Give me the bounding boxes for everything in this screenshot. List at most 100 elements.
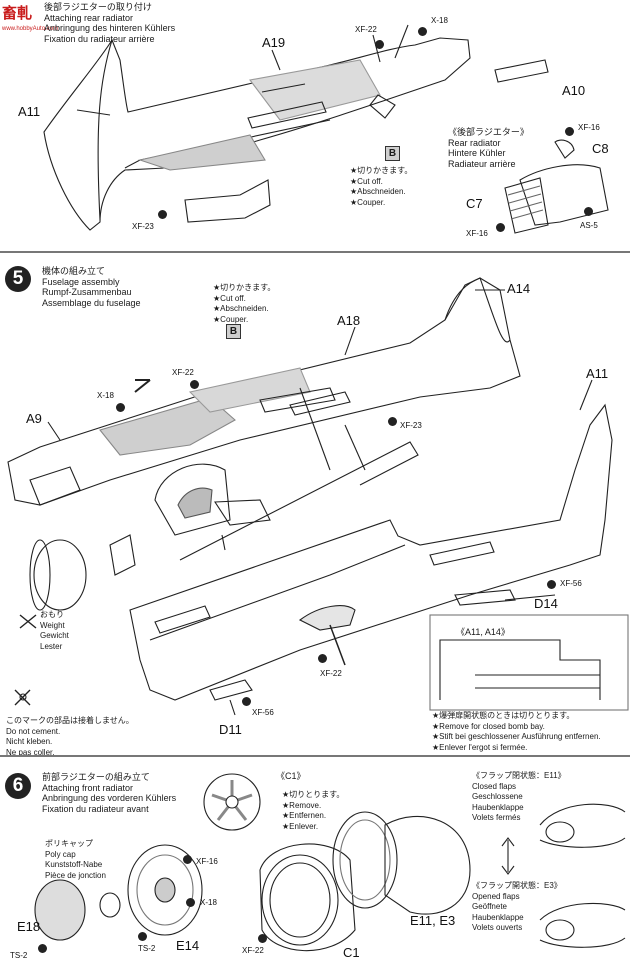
paint-xf56-d11: XF-56	[252, 708, 274, 717]
part-label-d14: D14	[534, 596, 558, 611]
title-fr: Assemblage du fuselage	[42, 297, 141, 308]
watermark-url: www.hobbyAuto.com	[2, 26, 59, 32]
flaps-closed-de1: Geschlossene	[472, 792, 523, 801]
section-divider	[0, 251, 630, 253]
part-label-a11: A11	[586, 366, 609, 381]
paint-ts2-e18: TS-2	[10, 951, 28, 960]
nocement-en: Do not cement.	[6, 726, 61, 736]
part-label-e11-e3: E11, E3	[410, 913, 456, 928]
c1-remove-note: ★切りとります。 ★Remove. ★Entfernen. ★Enlever.	[282, 790, 344, 832]
c1-de: ★Entfernen.	[282, 811, 327, 820]
do-not-cement-note: このマークの部品は接着しません。 Do not cement. Nicht kl…	[6, 716, 134, 758]
paint-dot	[565, 127, 574, 136]
nocement-fr: Ne pas coller.	[6, 747, 55, 757]
cut-note-de: ★Abschneiden.	[350, 187, 406, 196]
fuselage-top-outline	[43, 37, 471, 231]
polycap-fr: Pièce de jonction	[45, 870, 106, 880]
paint-dot	[138, 932, 147, 941]
part-label-e18: E18	[17, 919, 41, 934]
bomb-bay-note: ★爆弾扉開状態のときは切りとります。 ★Remove for closed bo…	[432, 711, 601, 753]
paint-dot	[547, 580, 556, 589]
inset-title: 《A11, A14》	[456, 627, 510, 637]
cut-note-jp: ★切りかきます。	[213, 283, 276, 292]
part-label-c8: C8	[592, 141, 609, 156]
paint-dot	[258, 934, 267, 943]
title-jp: 後部ラジエターの取り付け	[44, 2, 152, 12]
rear-radiator-subtitle: 《後部ラジエター》 Rear radiator Hintere Kühler R…	[448, 127, 529, 169]
c1-fr: ★Enlever.	[282, 821, 319, 831]
cut-note-fr: ★Couper.	[350, 197, 386, 207]
title-jp: 機体の組み立て	[42, 266, 106, 276]
paint-ts2-e14: TS-2	[138, 944, 156, 953]
paint-xf16-c8: XF-16	[578, 123, 600, 132]
title-de: Anbringung des hinteren Kühlers	[44, 23, 176, 33]
poly-cap-note: ポリキャップ Poly cap Kunststoff-Nabe Pièce de…	[45, 839, 106, 881]
sub-title-jp: 《後部ラジエター》	[448, 127, 529, 137]
flaps-closed-jp: 《フラップ閉状態：E11》	[472, 771, 566, 780]
paint-xf23: XF-23	[132, 222, 154, 231]
part-label-a18: A18	[337, 313, 361, 328]
paint-dot	[496, 223, 505, 232]
c1-en: ★Remove.	[282, 800, 322, 810]
nocement-jp: このマークの部品は接着しません。	[6, 716, 134, 725]
bombbay-jp: ★爆弾扉開状態のときは切りとります。	[432, 711, 575, 720]
cut-note-fr: ★Couper.	[213, 314, 249, 324]
flaps-open-de1: Geöffnete	[472, 902, 507, 911]
paint-dot	[116, 403, 125, 412]
polycap-en: Poly cap	[45, 849, 76, 859]
paint-dot	[190, 380, 199, 389]
polycap-de: Kunststoff-Nabe	[45, 860, 103, 869]
flaps-open-de2: Haubenklappe	[472, 912, 524, 922]
step5-title: 機体の組み立て Fuselage assembly Rumpf-Zusammen…	[42, 266, 141, 308]
part-label-c7: C7	[466, 196, 483, 211]
paint-dot	[375, 40, 384, 49]
step-number-6: 6	[5, 773, 31, 799]
paint-dot	[318, 654, 327, 663]
cut-note-de: ★Abschneiden.	[213, 304, 269, 313]
watermark-logo: 畜軋	[2, 5, 33, 22]
c1-title: 《C1》	[276, 771, 306, 781]
title-jp: 前部ラジエターの組み立て	[42, 772, 150, 782]
paint-dot	[388, 417, 397, 426]
sub-title-en: Rear radiator	[448, 137, 501, 148]
step-number-5: 5	[5, 266, 31, 292]
paint-xf22: XF-22	[172, 368, 194, 377]
paint-dot	[186, 898, 195, 907]
paint-xf22: XF-22	[242, 946, 264, 955]
flaps-open-jp: 《フラップ開状態：E3》	[472, 881, 562, 890]
bombbay-en: ★Remove for closed bomb bay.	[432, 721, 545, 731]
title-de: Anbringung des vorderen Kühlers	[42, 793, 177, 803]
cut-note-en: ★Cut off.	[213, 293, 246, 303]
bombbay-de: ★Stift bei geschlossener Ausführung entf…	[432, 732, 601, 741]
flaps-open-note: 《フラップ開状態：E3》 Opened flaps Geöffnete Haub…	[472, 881, 562, 934]
title-en: Attaching front radiator	[42, 782, 134, 793]
paint-dot	[158, 210, 167, 219]
cut-box-b: B	[385, 146, 400, 161]
flaps-open-en: Opened flaps	[472, 891, 520, 901]
weight-jp: おもり	[40, 610, 64, 619]
part-label-d11: D11	[219, 722, 242, 737]
cut-note-top: ★切りかきます。 ★Cut off. ★Abschneiden. ★Couper…	[350, 166, 412, 208]
paint-xf56-d14: XF-56	[560, 579, 582, 588]
paint-dot	[418, 27, 427, 36]
title-fr: Fixation du radiateur arrière	[44, 33, 155, 44]
cut-note-en: ★Cut off.	[350, 176, 383, 186]
flaps-closed-fr: Volets fermés	[472, 813, 521, 822]
paint-as5: AS-5	[580, 221, 598, 230]
cut-box-b: B	[226, 324, 241, 339]
part-label-a14: A14	[507, 281, 531, 296]
part-label-a10: A10	[562, 83, 586, 98]
paint-dot	[183, 855, 192, 864]
paint-dot	[38, 944, 47, 953]
flaps-closed-en: Closed flaps	[472, 781, 517, 791]
sub-title-fr: Radiateur arrière	[448, 158, 516, 169]
title-fr: Fixation du radiateur avant	[42, 803, 149, 814]
weight-en: Weight	[40, 620, 65, 630]
step5-cut-note: ★切りかきます。 ★Cut off. ★Abschneiden. ★Couper…	[213, 283, 275, 325]
part-label-c1: C1	[343, 945, 360, 960]
paint-dot	[242, 697, 251, 706]
paint-xf23: XF-23	[400, 421, 422, 430]
nocement-de: Nicht kleben.	[6, 737, 53, 746]
paint-xf16: XF-16	[196, 857, 218, 866]
